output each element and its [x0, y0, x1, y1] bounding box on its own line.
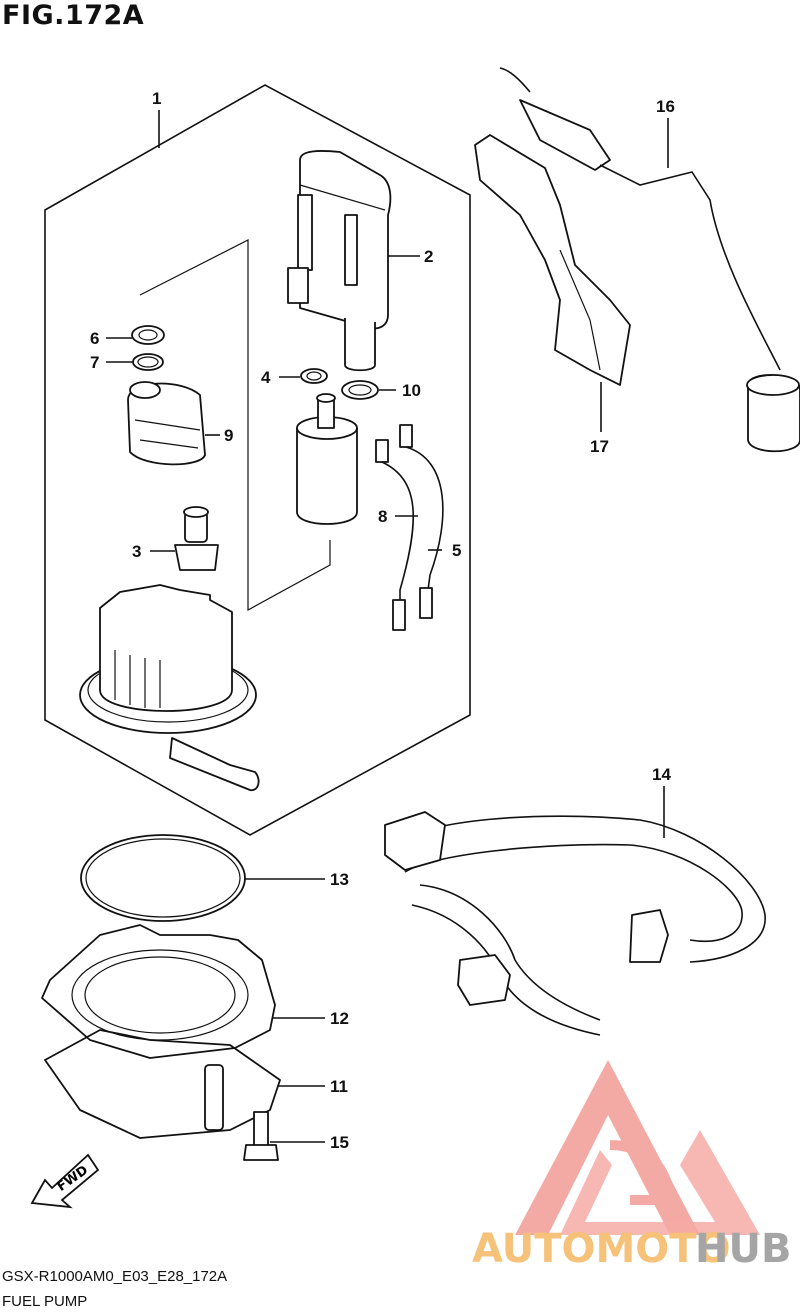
callout-8: 8: [378, 507, 387, 526]
callout-7: 7: [90, 353, 99, 372]
figure-name: FUEL PUMP: [2, 1293, 88, 1310]
part-10-ring: [341, 380, 379, 400]
part-16-level-gauge: [499, 67, 800, 453]
watermark-logo: [515, 1060, 760, 1235]
callout-10: 10: [402, 381, 421, 400]
part-11-plate: [44, 1029, 281, 1139]
part-9-cap: [127, 381, 206, 466]
callout-12: 12: [330, 1009, 349, 1028]
watermark-text-b: HUB: [695, 1226, 791, 1272]
callout-11: 11: [330, 1077, 348, 1096]
fuel-pump-motor: [296, 393, 358, 525]
callout-15: 15: [330, 1133, 349, 1152]
callout-17: 17: [590, 437, 609, 456]
callout-13: 13: [330, 870, 349, 889]
part-2-housing: [287, 150, 392, 372]
part-4-oring: [300, 368, 328, 384]
part-5-wire: [399, 424, 444, 619]
callout-6: 6: [90, 329, 99, 348]
callout-14: 14: [652, 765, 671, 784]
callout-4: 4: [261, 368, 271, 387]
callout-1: 1: [152, 89, 161, 108]
fwd-arrow: [30, 1153, 100, 1209]
part-17-bracket: [474, 134, 631, 386]
figure-title: FIG.172A: [2, 0, 145, 31]
callout-3: 3: [132, 542, 141, 561]
leader-lines: [106, 110, 669, 1143]
inner-bracket: [139, 239, 331, 612]
callout-16: 16: [656, 97, 675, 116]
model-code: GSX-R1000AM0_E03_E28_172A: [2, 1268, 228, 1285]
assembly-box-1: [44, 84, 471, 836]
part-6-ring: [131, 325, 165, 345]
part-12-plate: [41, 924, 276, 1059]
pump-base: [79, 584, 260, 792]
callout-5: 5: [452, 541, 461, 560]
part-15-bolt: [243, 1111, 279, 1161]
part-3-regulator: [174, 506, 219, 571]
watermark-text-a: AUTOMOTO: [472, 1226, 731, 1272]
callout-2: 2: [424, 247, 433, 266]
part-8-wire: [375, 439, 414, 631]
part-13-gasket: [80, 834, 246, 922]
callout-9: 9: [224, 426, 233, 445]
part-14-hose: [384, 811, 766, 1036]
